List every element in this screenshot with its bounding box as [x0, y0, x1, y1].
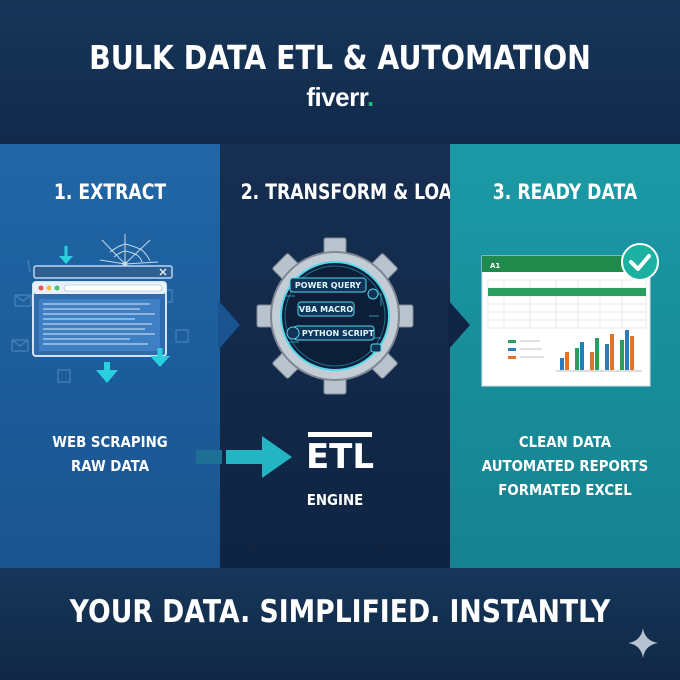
sparkle-icon — [628, 628, 658, 658]
brand-wordmark: fiverr — [306, 82, 367, 112]
extract-title: 1. EXTRACT — [53, 180, 167, 204]
panel-chevron — [448, 300, 470, 350]
checkmark-badge-icon — [621, 243, 659, 281]
panel-chevron — [218, 300, 240, 350]
etl-caption-line: ENGINE — [306, 491, 364, 509]
extract-captions: WEB SCRAPING RAW DATA — [15, 430, 204, 478]
page-title: BULK DATA ETL & AUTOMATION — [89, 38, 591, 77]
etl-logo: ETL — [306, 432, 374, 472]
spreadsheet-preview: A1 — [481, 255, 651, 387]
ready-captions: CLEAN DATA AUTOMATED REPORTS FORMATED EX… — [466, 430, 664, 502]
gear-icon: POWER QUERY VBA MACRO PYTHON SCRIPT — [256, 237, 414, 395]
extract-caption-line: WEB SCRAPING — [52, 433, 168, 451]
sheet-cell-ref: A1 — [490, 262, 500, 270]
brand-mark: . — [366, 82, 374, 112]
ready-title: 3. READY DATA — [492, 180, 638, 204]
etl-caption: ENGINE — [236, 488, 434, 512]
footer: YOUR DATA. SIMPLIFIED. INSTANTLY — [0, 568, 680, 680]
header: BULK DATA ETL & AUTOMATION fiverr. — [0, 0, 680, 144]
extract-caption-line: RAW DATA — [70, 457, 150, 475]
transform-panel: 2. TRANSFORM & LOAD — [220, 144, 467, 568]
brand-logo: fiverr. — [0, 82, 680, 113]
ready-panel: 3. READY DATA A1 — [450, 144, 680, 568]
arrow-right-icon — [196, 436, 292, 478]
gear-label-power-query: POWER QUERY — [295, 281, 361, 290]
extract-panel: 1. EXTRACT — [0, 144, 220, 568]
gear-label-vba-macro: VBA MACRO — [299, 305, 353, 314]
browser-window-icon — [11, 234, 189, 383]
spider-web-icon — [99, 234, 159, 267]
download-arrow-icon — [59, 246, 73, 264]
tagline: YOUR DATA. SIMPLIFIED. INSTANTLY — [69, 594, 611, 630]
transform-title: 2. TRANSFORM & LOAD — [240, 180, 467, 204]
gear-label-python-script: PYTHON SCRIPT — [302, 329, 375, 338]
etl-label: ETL — [306, 437, 374, 472]
ready-caption-line: CLEAN DATA — [518, 433, 612, 451]
ready-caption-line: AUTOMATED REPORTS — [481, 457, 649, 475]
ready-caption-line: FORMATED EXCEL — [498, 481, 632, 499]
